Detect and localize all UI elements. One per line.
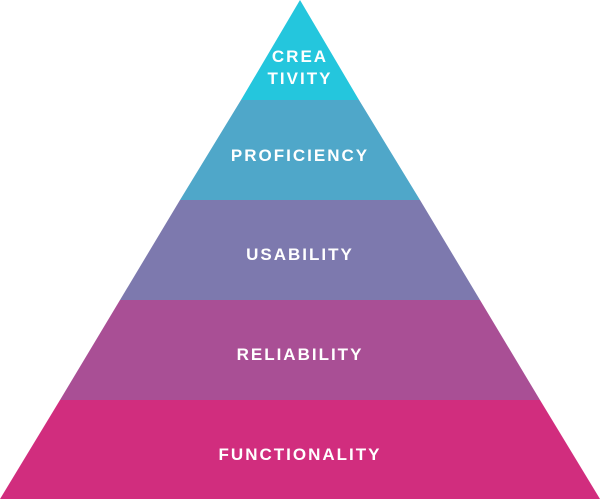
tier-creativity: CREA TIVITY [241, 0, 359, 100]
tier-creativity-label-line-2: TIVITY [268, 69, 333, 88]
tier-usability-label: USABILITY [246, 245, 354, 264]
tier-functionality-band [0, 400, 600, 499]
tier-usability-band [120, 200, 480, 300]
tier-proficiency-band [180, 100, 420, 200]
tier-proficiency-label: PROFICIENCY [231, 146, 369, 165]
tier-reliability-label: RELIABILITY [237, 345, 364, 364]
tier-creativity-band [241, 0, 359, 100]
tier-reliability-band [60, 300, 540, 400]
tier-reliability: RELIABILITY [60, 300, 540, 400]
tier-functionality: FUNCTIONALITY [0, 400, 600, 499]
tier-usability: USABILITY [120, 200, 480, 300]
tier-proficiency: PROFICIENCY [180, 100, 420, 200]
tier-functionality-label: FUNCTIONALITY [219, 445, 382, 464]
tier-creativity-label-line-1: CREA [272, 47, 328, 66]
